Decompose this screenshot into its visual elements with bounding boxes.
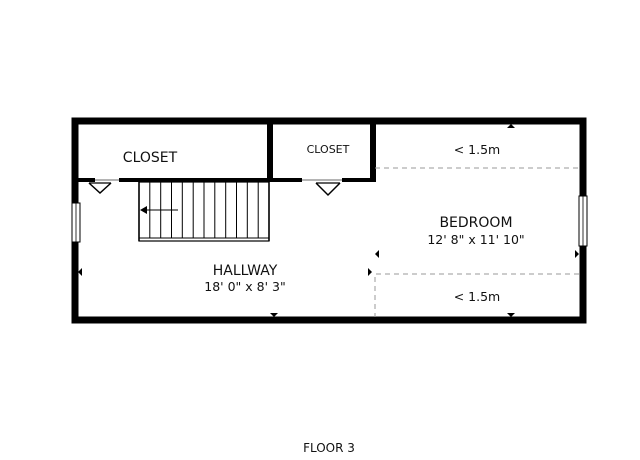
ceiling-note-upper: < 1.5m — [454, 142, 501, 157]
window-right — [578, 195, 588, 247]
low-ceiling-boundary-lower — [374, 273, 579, 317]
closet-left-door — [88, 179, 119, 195]
bedroom-dimensions: 12' 8" x 11' 10" — [427, 232, 524, 247]
hallway-label: HALLWAY — [213, 263, 278, 279]
measurement-markers — [78, 124, 579, 317]
closet-right-label: CLOSET — [307, 143, 350, 156]
closet-left-label: CLOSET — [123, 150, 178, 166]
floor-label: FLOOR 3 — [303, 441, 355, 455]
ceiling-note-lower: < 1.5m — [454, 289, 501, 304]
staircase — [138, 181, 270, 242]
window-left — [71, 202, 81, 243]
hallway-dimensions: 18' 0" x 8' 3" — [204, 279, 285, 294]
closet-right-door — [302, 179, 342, 197]
bedroom-label: BEDROOM — [439, 215, 512, 231]
